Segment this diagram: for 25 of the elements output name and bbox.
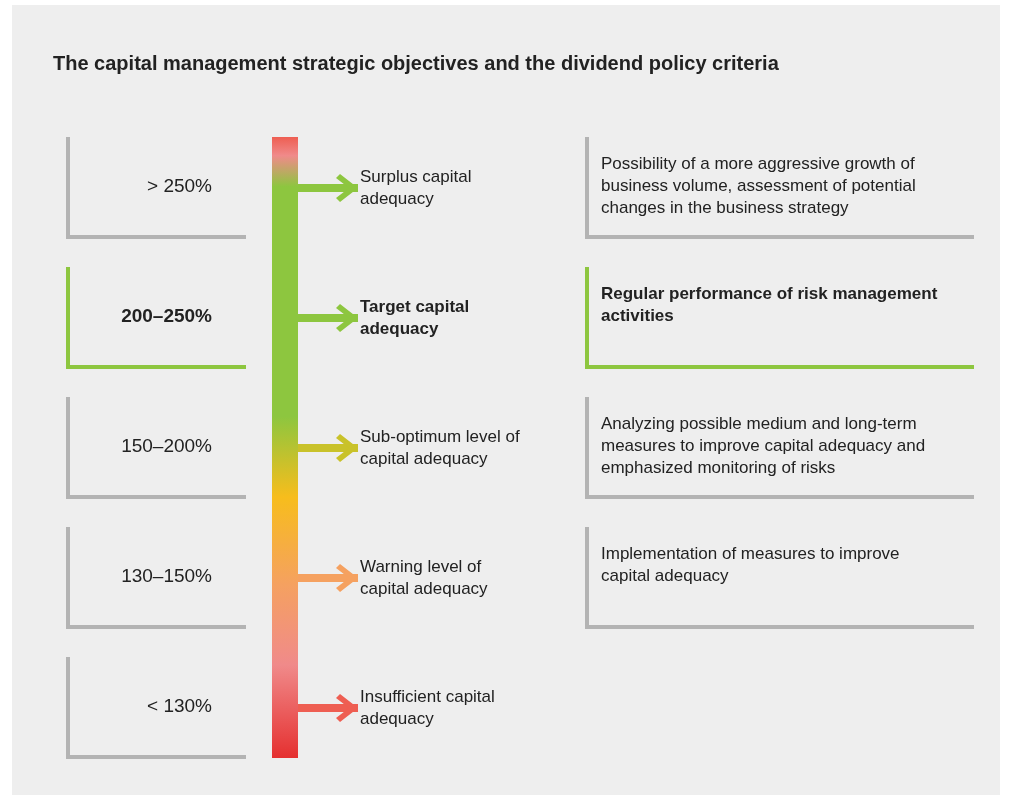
level-label: Insufficient capital adequacy [360,686,496,730]
range-value: < 130% [147,695,212,717]
criteria-text: Possibility of a more aggressive growth of business volume, assessment of potential changes in the business strategy [601,153,917,219]
bracket-box [585,397,974,499]
range-value: 150–200% [121,435,212,457]
range-value: 200–250% [121,305,212,327]
level-label: Sub-optimum level of capital adequacy [360,426,521,470]
range-value: > 250% [147,175,212,197]
criteria-text: Analyzing possible medium and long-term measures to improve capital adequacy and emphasized monitoring of risks [601,413,927,479]
bracket-box [66,397,246,499]
level-label: Surplus capital adequacy [360,166,473,210]
bracket-box [66,267,246,369]
criteria-text: Regular performance of risk management activities [601,283,939,327]
range-value: 130–150% [121,565,212,587]
level-label: Target capital adequacy [360,296,471,340]
criteria-text: Implementation of measures to improve capital adequacy [601,543,901,587]
title: The capital management strategic objectives and the dividend policy criteria [53,52,779,75]
bracket-box [66,657,246,759]
bracket-box [585,267,974,369]
bracket-box [66,137,246,239]
bracket-box [585,527,974,629]
level-label: Warning level of capital adequacy [360,556,489,600]
bracket-box [66,527,246,629]
bracket-box [585,137,974,239]
gradient-bar [272,137,298,758]
